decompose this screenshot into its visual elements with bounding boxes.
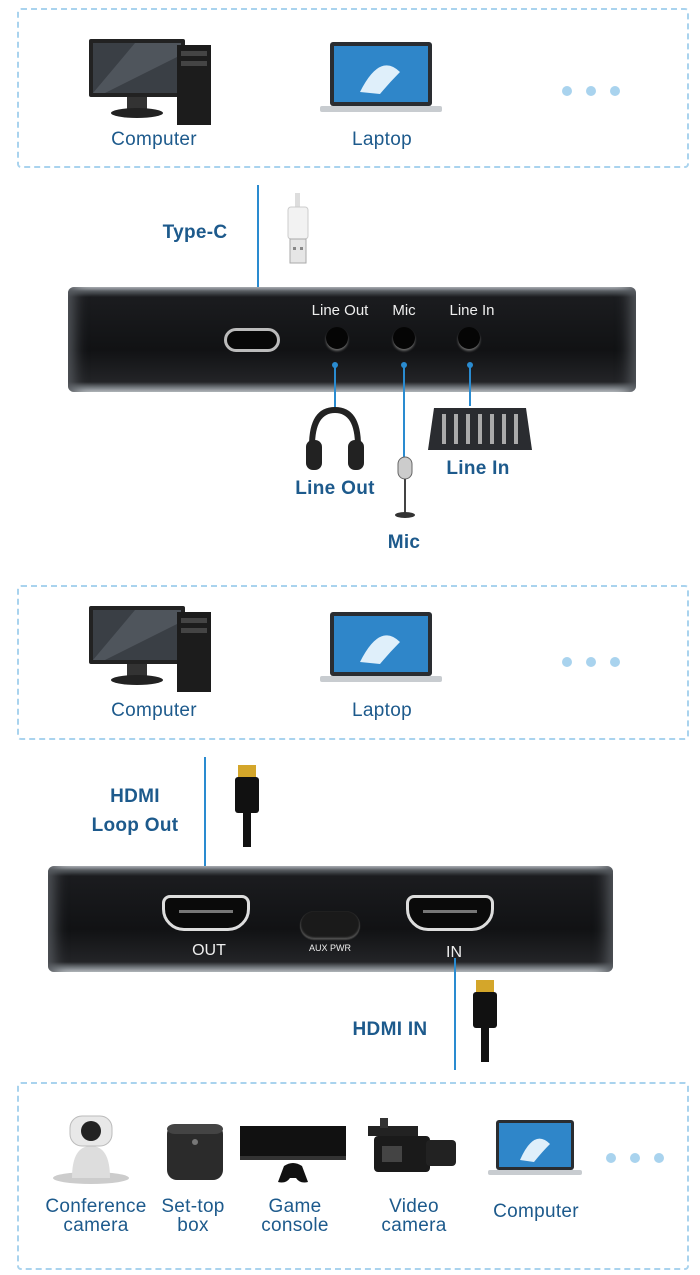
port-label: AUX PWR [308,943,352,953]
hdmi-cable-icon [473,980,497,1062]
video-camera-icon [368,1118,456,1172]
connection-line [204,757,206,882]
aux-pwr-port [300,911,360,939]
peripheral-label: Line Out [295,478,375,499]
type-c-label: Type-C [162,222,228,243]
mic-jack [393,327,415,349]
source-label: Computer [111,129,197,150]
set-top-box-icon [167,1124,223,1180]
capture-device-audio-side [68,287,636,392]
line-in-jack [458,327,480,349]
peripheral-label: Mic [387,532,421,553]
source-box-top [17,8,689,168]
peripheral-label: Line In [446,458,510,479]
desktop-computer-icon [89,606,211,692]
source-label: Computer [493,1201,579,1222]
more-dots-icon [562,86,620,96]
port-label: IN [446,944,462,961]
source-label: Conference [45,1196,147,1217]
source-label: Set-top [161,1196,225,1217]
source-label: Video [389,1196,439,1217]
laptop-icon [488,1120,582,1175]
connection-line [257,185,259,322]
loop-out-label-line2: Loop Out [91,815,179,836]
conference-camera-icon [53,1115,129,1184]
desktop-computer-icon [89,39,211,125]
source-box-middle [17,585,689,740]
microphone-icon [395,456,415,518]
line-out-jack [326,327,348,349]
source-label: Laptop [352,129,412,150]
source-label: Game [268,1196,322,1217]
connection-line [403,364,405,460]
laptop-icon [320,612,442,682]
source-label: camera [63,1215,129,1236]
more-dots-icon [606,1153,664,1163]
headphones-icon [306,406,364,470]
source-box-bottom [17,1082,689,1270]
source-label: camera [381,1215,447,1236]
connection-line [469,364,471,406]
usb-cable-icon [287,193,309,264]
game-console-icon [240,1126,346,1183]
audio-mixer-icon [428,408,532,450]
more-dots-icon [562,657,620,667]
source-label: Computer [111,700,197,721]
port-label: Mic [392,302,416,319]
port-label: OUT [192,942,226,959]
connection-line [454,958,456,1070]
source-label: box [177,1215,209,1236]
source-label: Laptop [352,700,412,721]
port-label: Line Out [311,302,369,319]
loop-out-label-line1: HDMI [110,786,160,807]
hdmi-out-port [162,895,250,931]
connection-line [334,364,336,408]
hdmi-in-label: HDMI IN [352,1019,428,1040]
port-label: Line In [449,302,495,319]
hdmi-cable-icon [235,765,259,847]
source-label: console [261,1215,329,1236]
hdmi-in-port [406,895,494,931]
laptop-icon [320,42,442,112]
usb-c-port [224,328,280,352]
